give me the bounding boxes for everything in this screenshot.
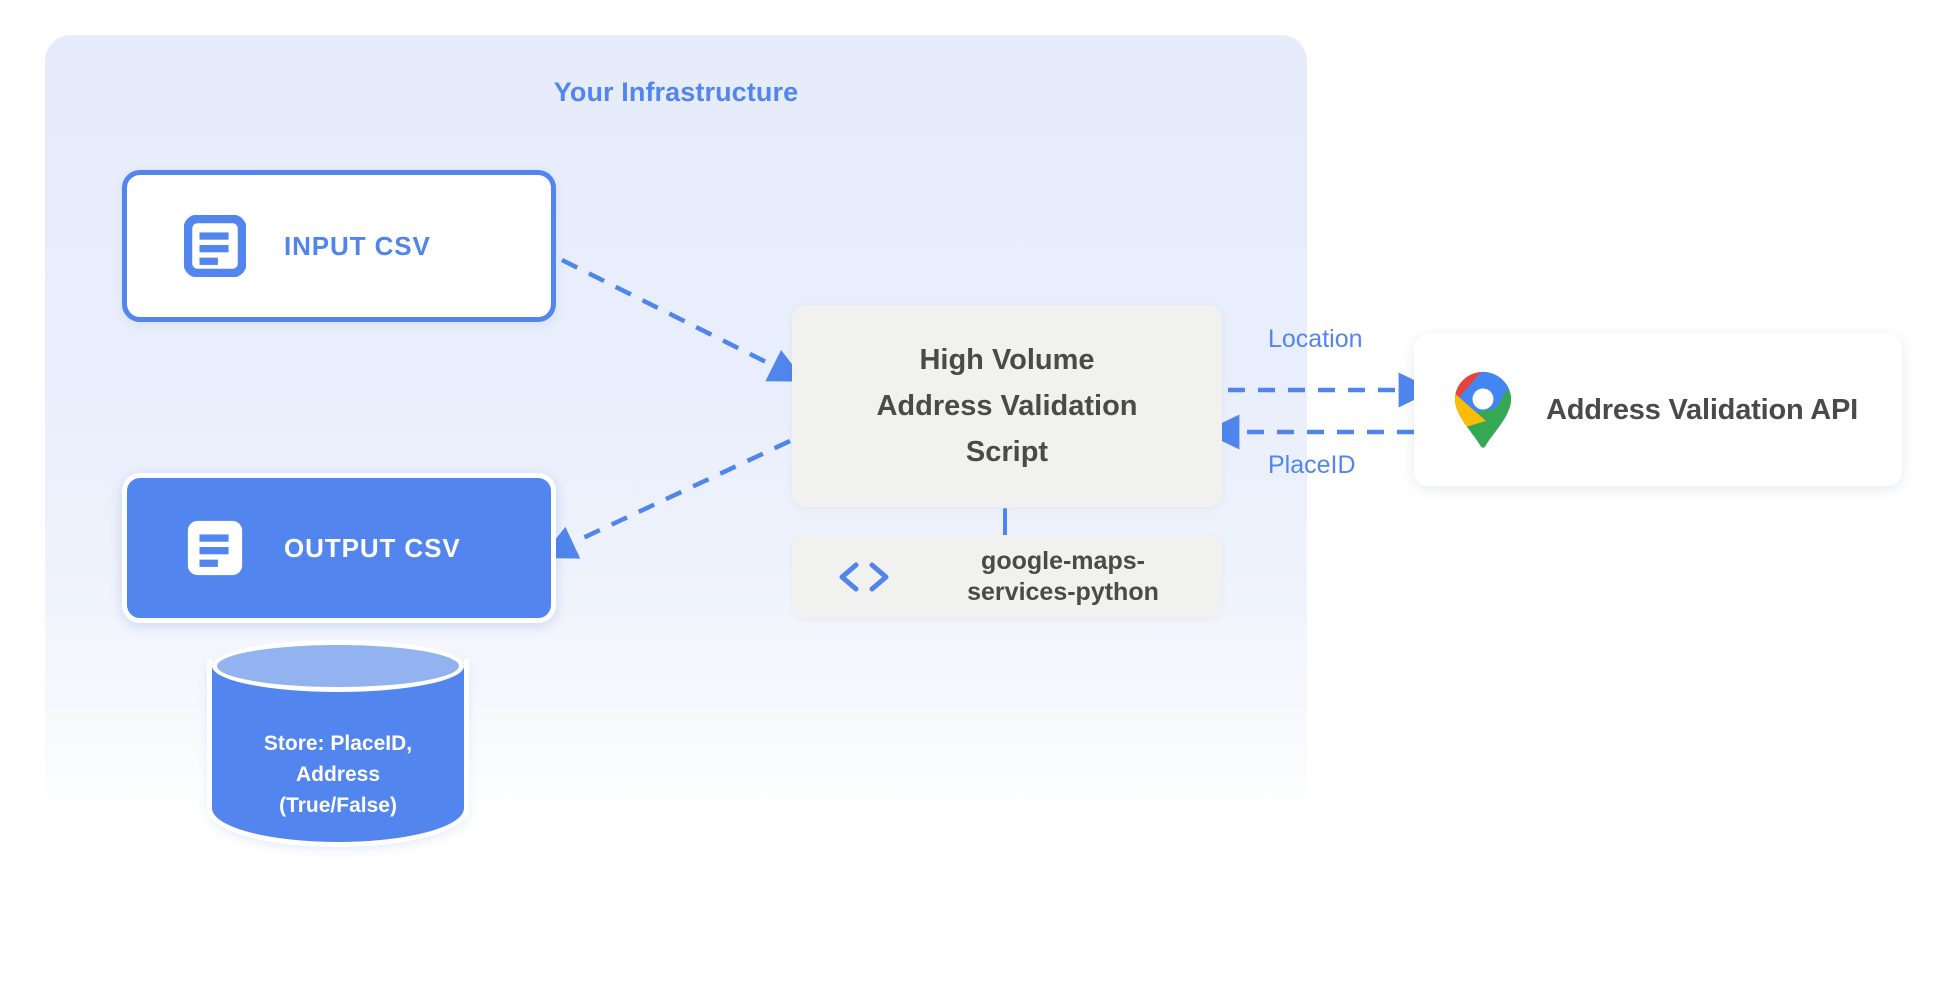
database-label-line3: (True/False) [279,794,397,817]
api-label: Address Validation API [1546,393,1858,426]
database-label: Store: PlaceID, Address (True/False) [212,728,464,821]
database-label-line1: Store: PlaceID, [263,732,413,755]
node-database[interactable]: Store: PlaceID, Address (True/False) [207,640,469,865]
output-csv-label: OUTPUT CSV [284,532,461,563]
code-brackets-icon [839,562,889,591]
node-input-csv[interactable]: INPUT CSV [122,170,556,322]
edge-label-location: Location [1268,325,1363,353]
library-label-line1: google-maps- [981,546,1145,575]
library-label: google-maps- services-python [922,546,1222,608]
node-address-validation-api[interactable]: Address Validation API [1414,334,1902,486]
library-label-line2: services-python [967,577,1159,606]
edge-label-placeid: PlaceID [1268,451,1356,479]
panel-title: Your Infrastructure [553,77,799,107]
google-maps-pin-icon [1455,372,1511,448]
script-label-line2: Address Validation [876,390,1138,422]
script-label-line1: High Volume [919,344,1095,376]
node-validation-script[interactable]: High Volume Address Validation Script [792,305,1222,507]
database-label-line2: Address [295,763,381,786]
input-csv-label: INPUT CSV [284,230,431,261]
document-icon [184,215,246,277]
edge-script-to-library [1003,508,1007,536]
document-icon [187,520,243,576]
script-label: High Volume Address Validation Script [860,337,1153,475]
database-top-ellipse [212,640,464,692]
node-output-csv[interactable]: OUTPUT CSV [122,473,556,623]
node-client-library[interactable]: google-maps- services-python [792,535,1222,618]
script-label-line3: Script [965,436,1049,468]
